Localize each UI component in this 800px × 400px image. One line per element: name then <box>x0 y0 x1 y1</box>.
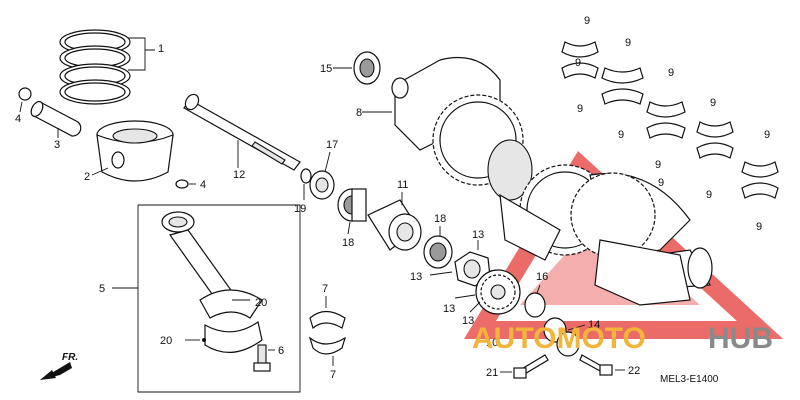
callout-14: 14 <box>588 319 600 331</box>
needle-bearing <box>353 51 381 85</box>
washer <box>300 168 312 184</box>
thrust-washer <box>524 292 546 318</box>
circlip-icon <box>18 87 32 101</box>
callout-9: 9 <box>658 177 664 189</box>
front-direction-arrow <box>40 362 72 380</box>
callout-13: 13 <box>472 229 484 241</box>
callout-1: 1 <box>158 43 164 55</box>
needle-bearing <box>337 188 367 222</box>
callout-9: 9 <box>625 37 631 49</box>
watermark-text-automoto: AUTOMOTO <box>472 322 646 355</box>
conrod-bolt <box>253 344 271 372</box>
callout-13: 13 <box>443 303 455 315</box>
piston <box>96 120 174 182</box>
callout-9: 9 <box>618 129 624 141</box>
callout-4: 4 <box>200 179 206 191</box>
callout-17: 17 <box>326 139 338 151</box>
conrod-bearing-shells <box>308 310 347 355</box>
flange-bolt <box>513 354 549 379</box>
callout-9: 9 <box>764 129 770 141</box>
callout-13: 13 <box>410 271 422 283</box>
callout-12: 12 <box>233 169 245 181</box>
callout-7: 7 <box>330 369 336 381</box>
needle-bearing <box>423 235 453 269</box>
balancer-shaft <box>183 93 301 171</box>
watermark-logo: AUTOMOTO HUB <box>472 322 773 355</box>
callout-16: 16 <box>536 271 548 283</box>
flange-bolt <box>579 354 613 376</box>
diagram-code: MEL3-E1400 <box>660 374 719 385</box>
callout-9: 9 <box>668 67 674 79</box>
callout-20: 20 <box>160 335 172 347</box>
callout-11: 11 <box>397 179 408 191</box>
callout-22: 22 <box>628 365 640 377</box>
piston-rings <box>59 29 131 105</box>
callout-15: 15 <box>320 63 332 75</box>
main-bearing-shells <box>561 41 779 199</box>
callout-18: 18 <box>434 213 446 225</box>
callout-18: 18 <box>342 237 354 249</box>
conrod-group-outline <box>137 204 301 393</box>
callout-4: 4 <box>15 113 21 125</box>
callout-10: 10 <box>486 337 498 349</box>
callout-2: 2 <box>84 171 90 183</box>
callout-6: 6 <box>278 345 284 357</box>
callout-13: 13 <box>462 315 474 327</box>
callout-9: 9 <box>706 189 712 201</box>
callout-9: 9 <box>756 221 762 233</box>
callout-9: 9 <box>655 159 661 171</box>
callout-8: 8 <box>356 107 362 119</box>
callout-19: 19 <box>294 203 306 215</box>
callout-21: 21 <box>486 367 498 379</box>
callout-7: 7 <box>322 283 328 295</box>
watermark-text-hub: HUB <box>708 322 773 355</box>
callout-9: 9 <box>575 57 581 69</box>
callout-3: 3 <box>54 139 60 151</box>
crankshaft <box>391 56 713 306</box>
connecting-rod <box>161 211 263 354</box>
callout-labels: 1 2 3 4 4 5 6 7 7 8 9 9 9 9 9 9 9 9 9 9 … <box>15 15 770 381</box>
generator-flange <box>543 317 580 357</box>
callout-20: 20 <box>255 297 267 309</box>
callout-9: 9 <box>577 103 583 115</box>
callout-5: 5 <box>99 283 105 295</box>
circlip-icon <box>175 179 189 189</box>
callout-9: 9 <box>710 97 716 109</box>
callout-9: 9 <box>584 15 590 27</box>
piston-pin <box>30 100 82 137</box>
sprocket-hub <box>367 199 422 251</box>
driven-gear <box>475 269 521 315</box>
front-direction-label: FR. <box>62 352 78 363</box>
